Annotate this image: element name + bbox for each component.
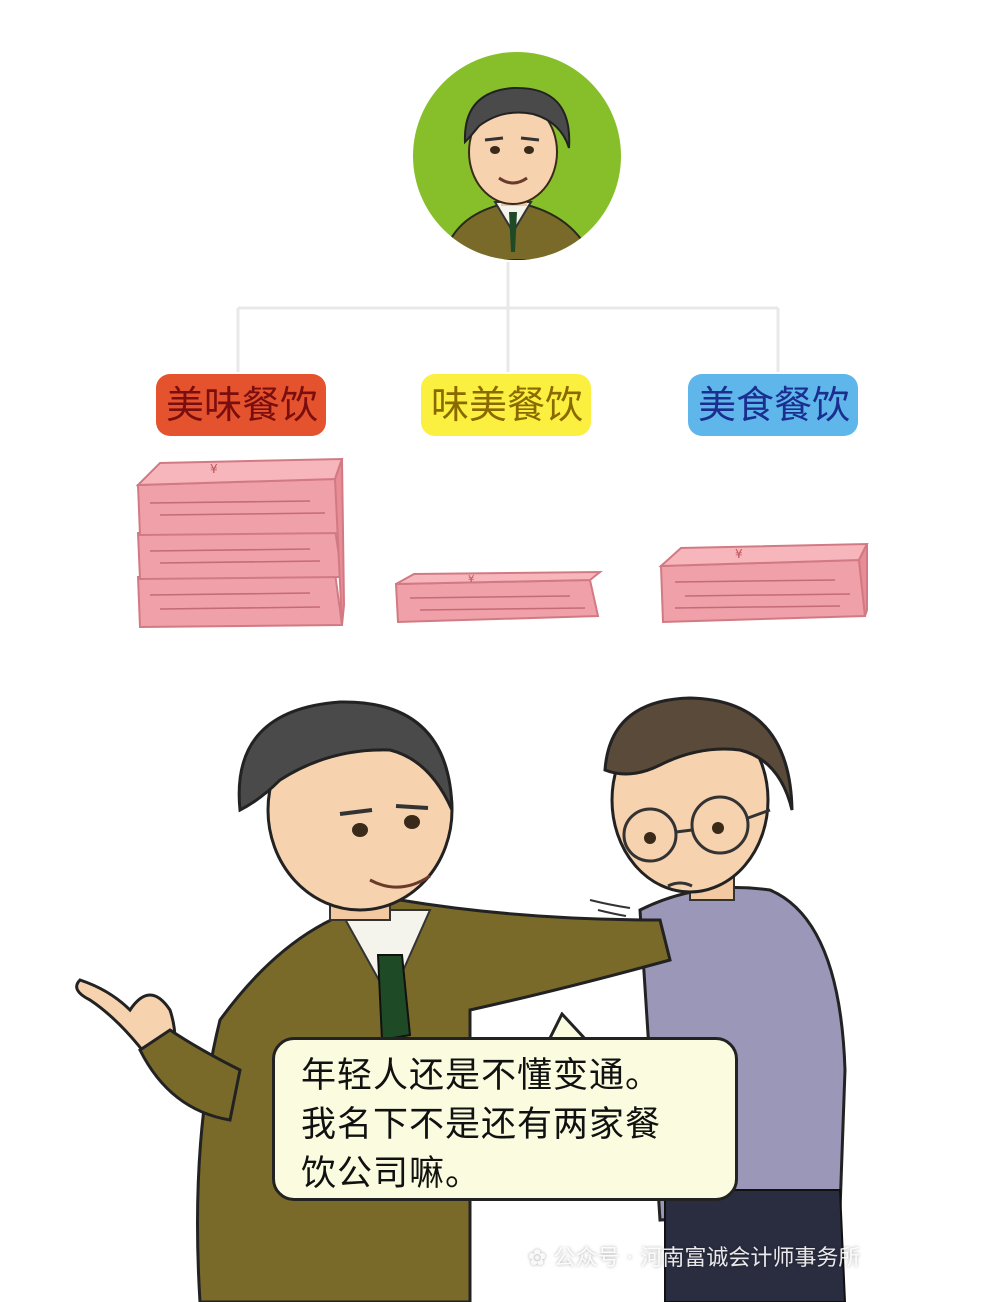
young-man-figure bbox=[589, 696, 847, 1302]
watermark: ✿ 公众号 · 河南富诚会计师事务所 bbox=[528, 1240, 860, 1272]
speech-bubble: 年轻人还是不懂变通。 我名下不是还有两家餐 饮公司嘛。 bbox=[272, 1037, 738, 1201]
cash-stack-small-2: ¥ bbox=[658, 542, 869, 624]
watermark-text: 公众号 · 河南富诚会计师事务所 bbox=[553, 1246, 861, 1271]
company-tag-meiwei: 美味餐饮 bbox=[156, 374, 326, 436]
cash-stack-small-1: ¥ bbox=[394, 570, 603, 624]
speech-bubble-text: 年轻人还是不懂变通。 我名下不是还有两家餐 饮公司嘛。 bbox=[301, 1056, 662, 1194]
company-tag-weimei: 味美餐饮 bbox=[421, 374, 591, 436]
boss-figure bbox=[75, 700, 672, 1302]
wechat-icon: ✿ bbox=[528, 1246, 547, 1271]
svg-text:¥: ¥ bbox=[210, 462, 218, 476]
svg-text:¥: ¥ bbox=[735, 547, 743, 561]
company-tag-meishi: 美食餐饮 bbox=[688, 374, 858, 436]
boss-and-young-man-illustration bbox=[75, 696, 847, 1302]
ownership-connector-lines bbox=[236, 262, 780, 372]
svg-text:¥: ¥ bbox=[468, 574, 474, 585]
cash-stack-large: ¥ bbox=[135, 457, 346, 629]
